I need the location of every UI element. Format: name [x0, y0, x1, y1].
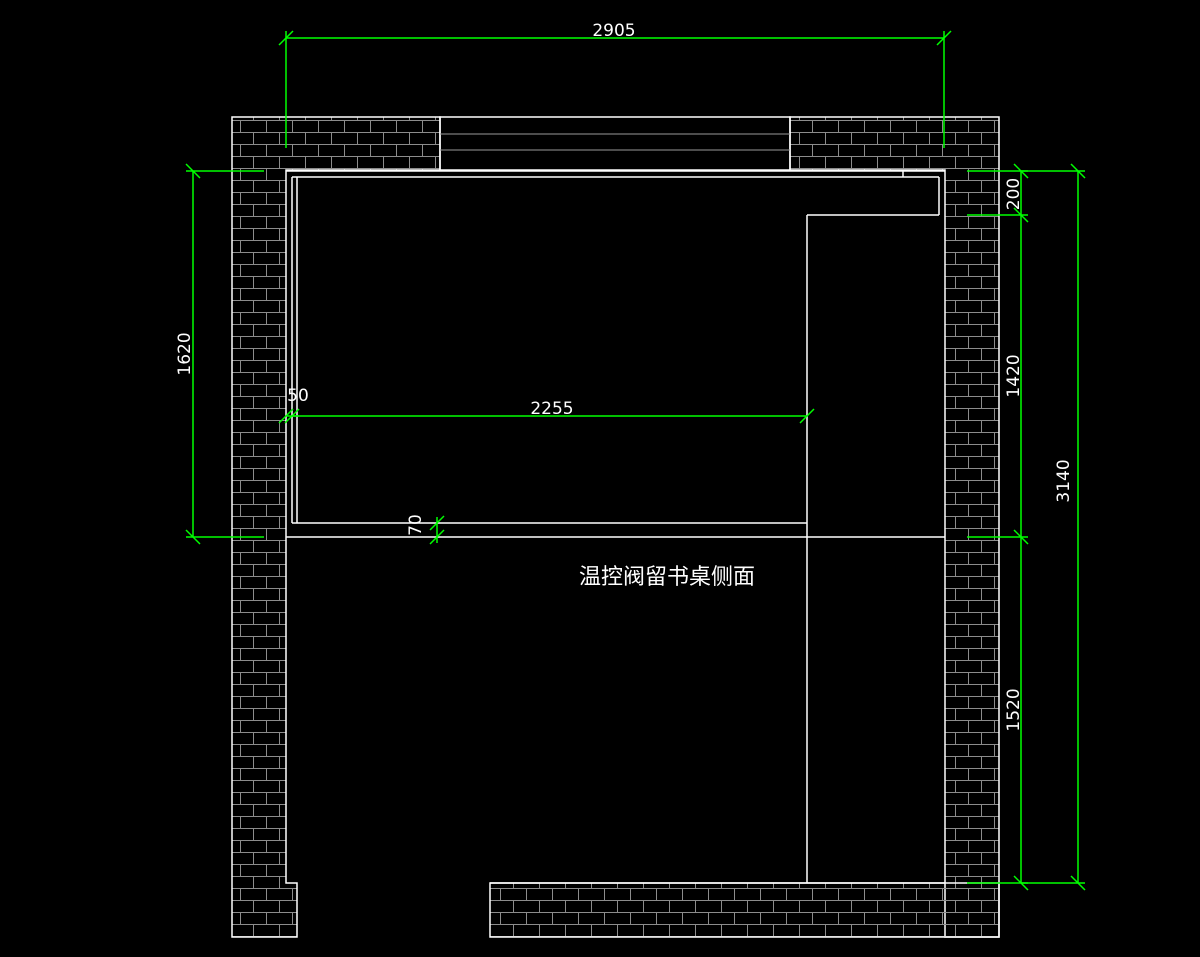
dim-overall-width [278, 30, 952, 148]
label-top-offset: 200 [1004, 178, 1024, 210]
dim-total-height [1021, 163, 1086, 891]
label-total-height: 3140 [1054, 459, 1074, 502]
window-opening [439, 116, 791, 171]
label-lower-height: 1520 [1004, 688, 1024, 731]
label-inner-width: 2255 [530, 399, 573, 419]
bottom-wall [489, 882, 1000, 938]
dim-side-gap [278, 408, 299, 424]
label-upper-height: 1420 [1004, 354, 1024, 397]
walls [231, 116, 1000, 938]
label-side-gap: 50 [287, 386, 309, 406]
dimensions [185, 30, 1086, 891]
label-overall-width: 2905 [592, 21, 635, 41]
desk-outline [286, 170, 945, 884]
dim-desk-thickness [429, 515, 445, 545]
dim-left-height [185, 163, 264, 545]
label-desk-thickness: 70 [406, 514, 426, 536]
dimension-labels: 2905 2255 50 70 1620 200 1420 1520 3140 [175, 21, 1074, 732]
label-left-height: 1620 [175, 332, 195, 375]
right-wall [789, 116, 1000, 938]
drawing-title: 温控阀留书桌侧面 [579, 565, 755, 590]
